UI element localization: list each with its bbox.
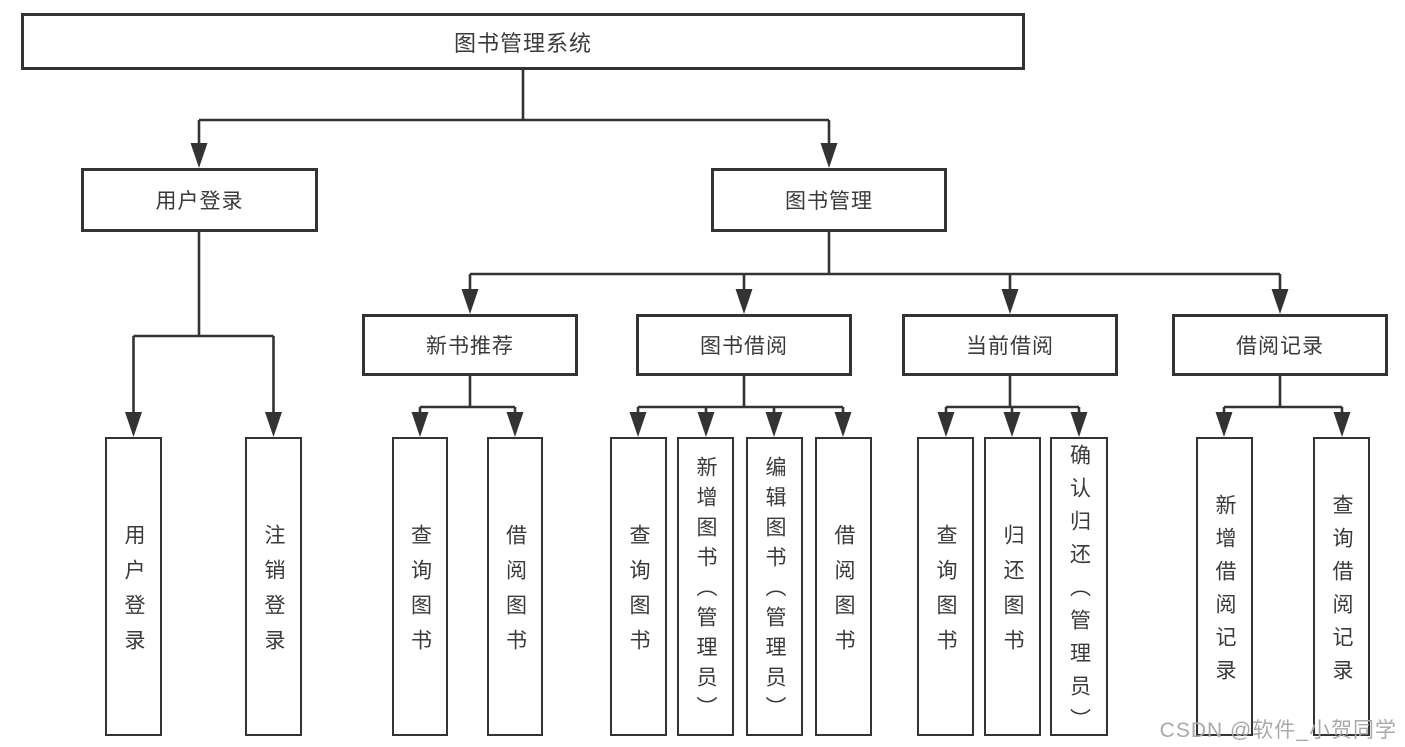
node-book-management: 图书管理 (711, 168, 947, 232)
leaf-label: 查询图书 (408, 523, 432, 664)
leaf-label: 查询图书 (627, 523, 650, 664)
node-library-management-system: 图书管理系统 (21, 13, 1025, 70)
leaf-label: 新增借阅记录 (1213, 493, 1236, 692)
arrowhead-down-icon (765, 412, 783, 437)
arrowhead-down-icon (1215, 412, 1233, 437)
arrowhead-down-icon (834, 412, 852, 437)
arrowhead-down-icon (506, 412, 524, 437)
leaf-label: 编辑图书（管理员） (763, 456, 786, 726)
csdn-watermark: CSDN @软件_小贺同学 (1159, 719, 1397, 742)
leaf-query-books-current: 查询图书 (917, 437, 974, 736)
arrowhead-down-icon (820, 143, 838, 168)
leaf-label: 借阅图书 (832, 523, 855, 664)
leaf-borrow-books: 借阅图书 (815, 437, 872, 736)
arrowhead-down-icon (1333, 412, 1351, 437)
leaf-borrow-books-recommend: 借阅图书 (487, 437, 543, 736)
leaf-add-borrow-record: 新增借阅记录 (1196, 437, 1253, 736)
arrowhead-down-icon (190, 143, 208, 168)
arrowhead-down-icon (1001, 289, 1019, 314)
connector-root-to-level2 (190, 70, 838, 168)
node-label: 图书借阅 (700, 335, 788, 358)
arrowhead-down-icon (125, 412, 142, 437)
node-label: 借阅记录 (1236, 335, 1324, 358)
leaf-label: 注销登录 (262, 523, 285, 664)
arrowhead-down-icon (1003, 412, 1021, 437)
node-label: 图书管理系统 (453, 30, 592, 56)
arrowhead-down-icon (1271, 289, 1289, 314)
node-label: 当前借阅 (966, 335, 1054, 358)
arrowhead-down-icon (697, 412, 715, 437)
leaf-label: 归还图书 (1001, 523, 1024, 664)
connector-new-book-recommend-to-leaves (411, 376, 524, 437)
connector-book-management-to-level3 (461, 232, 1289, 314)
connector-book-borrow-to-leaves (629, 376, 852, 437)
node-borrow-records: 借阅记录 (1172, 314, 1388, 376)
leaf-confirm-return-admin: 确认归还（管理员） (1050, 437, 1108, 741)
arrowhead-down-icon (461, 289, 479, 314)
node-label: 新书推荐 (426, 335, 514, 358)
leaf-label: 新增图书（管理员） (694, 456, 717, 726)
arrowhead-down-icon (937, 412, 955, 437)
node-current-borrow: 当前借阅 (902, 314, 1118, 376)
arrowhead-down-icon (265, 412, 282, 437)
leaf-label: 用户登录 (122, 523, 145, 664)
leaf-label: 查询借阅记录 (1330, 493, 1353, 692)
leaf-query-borrow-record: 查询借阅记录 (1313, 437, 1370, 736)
node-label: 图书管理 (785, 190, 873, 213)
arrowhead-down-icon (411, 412, 429, 437)
leaf-user-login: 用户登录 (105, 437, 162, 736)
leaf-query-books-recommend: 查询图书 (392, 437, 448, 736)
leaf-query-books-borrow: 查询图书 (610, 437, 667, 736)
leaf-logout: 注销登录 (245, 437, 302, 736)
leaf-label: 借阅图书 (503, 523, 527, 664)
leaf-add-book-admin: 新增图书（管理员） (677, 437, 734, 736)
node-new-book-recommend: 新书推荐 (362, 314, 578, 376)
arrowhead-down-icon (629, 412, 647, 437)
leaf-label: 查询图书 (934, 523, 957, 664)
leaf-return-book: 归还图书 (984, 437, 1041, 736)
leaf-label: 确认归还（管理员） (1067, 444, 1091, 741)
arrowhead-down-icon (1070, 412, 1088, 437)
node-label: 用户登录 (155, 190, 244, 213)
arrowhead-down-icon (735, 289, 753, 314)
node-book-borrow: 图书借阅 (636, 314, 852, 376)
connector-current-borrow-to-leaves (937, 376, 1088, 437)
connector-borrow-records-to-leaves (1215, 376, 1351, 437)
connector-user-login-to-leaves (125, 232, 282, 437)
node-user-login: 用户登录 (81, 168, 318, 232)
leaf-edit-book-admin: 编辑图书（管理员） (746, 437, 803, 736)
